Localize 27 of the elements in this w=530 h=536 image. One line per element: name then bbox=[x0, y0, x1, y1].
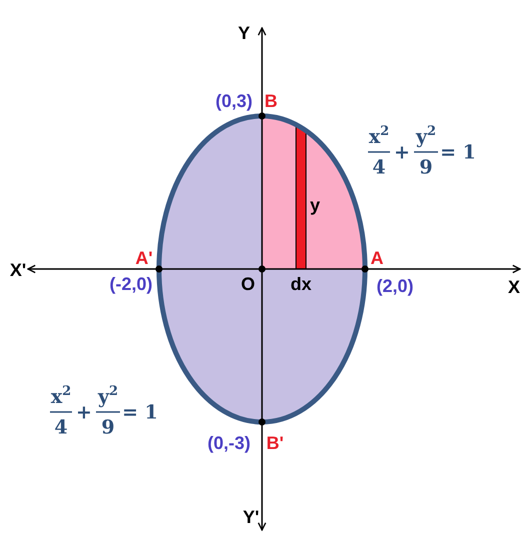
equation-term: 4 bbox=[54, 418, 68, 438]
coordinate-label: (2,0) bbox=[376, 277, 414, 295]
equation-term: = 1 bbox=[122, 404, 158, 422]
equation-term: + bbox=[394, 144, 410, 162]
point-label: A bbox=[370, 249, 384, 267]
coordinate-label: (0,3) bbox=[216, 92, 252, 110]
origin-label: O bbox=[241, 275, 255, 293]
equation-term: = 1 bbox=[440, 144, 476, 162]
axis-label: X bbox=[508, 278, 520, 296]
equation-term: x$^{2}$ bbox=[50, 385, 72, 407]
axis-label: X' bbox=[10, 261, 26, 279]
coordinate-label: (-2,0) bbox=[110, 275, 152, 293]
point-label: B bbox=[264, 92, 278, 110]
equation-term: 4 bbox=[372, 158, 386, 178]
coordinate-label: (0,-3) bbox=[208, 434, 250, 452]
equation-term: x$^{2}$ bbox=[368, 125, 390, 147]
equation-term: + bbox=[76, 404, 92, 422]
equation-term: 9 bbox=[419, 158, 433, 178]
equation-term: y$^{2}$ bbox=[416, 125, 436, 147]
axis-label: Y bbox=[238, 24, 250, 42]
equation-term: y$^{2}$ bbox=[98, 385, 118, 407]
point-label: B' bbox=[266, 434, 284, 452]
point-label: A' bbox=[135, 249, 153, 267]
equation-term: 9 bbox=[101, 418, 115, 438]
variable-label: dx bbox=[290, 275, 312, 293]
variable-label: y bbox=[310, 196, 320, 214]
axis-label: Y' bbox=[242, 508, 260, 526]
